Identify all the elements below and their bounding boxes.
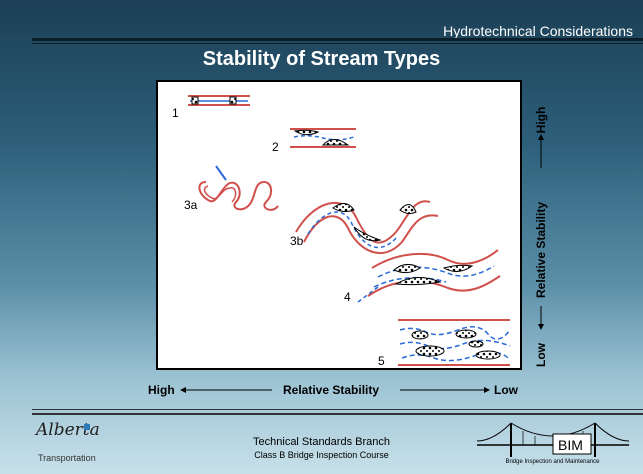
bim-label: BIM bbox=[558, 437, 583, 453]
stream-1-straight bbox=[188, 95, 250, 106]
y-axis-top: High bbox=[534, 107, 548, 134]
stream-label-4: 4 bbox=[344, 290, 351, 304]
x-axis-right: Low bbox=[494, 383, 518, 397]
stream-diagram bbox=[188, 95, 511, 366]
slide-title: Stability of Stream Types bbox=[202, 48, 441, 70]
alberta-logo-mark bbox=[84, 424, 90, 430]
stream-label-2: 2 bbox=[272, 140, 279, 154]
stream-stability-figure: 1 2 3a 3b 4 5 bbox=[156, 80, 522, 370]
x-axis-label: Relative Stability bbox=[283, 383, 380, 397]
stream-3a-meandering bbox=[198, 165, 279, 211]
stream-label-3a: 3a bbox=[184, 198, 198, 212]
header-rule-thin bbox=[32, 43, 643, 44]
bim-logo bbox=[473, 417, 633, 469]
y-axis-label: Relative Stability bbox=[534, 202, 548, 298]
bim-subtext: Bridge Inspection and Maintenance bbox=[505, 459, 600, 465]
section-title: Hydrotechnical Considerations bbox=[443, 23, 633, 39]
stream-label-5: 5 bbox=[378, 354, 385, 368]
stream-4 bbox=[357, 249, 501, 303]
stream-label-3b: 3b bbox=[290, 234, 304, 248]
footer-rule bbox=[32, 413, 643, 415]
x-axis bbox=[0, 377, 643, 397]
stream-3b-sinuous bbox=[295, 200, 439, 254]
footer-branch: Technical Standards Branch bbox=[253, 436, 390, 448]
bridge-icon bbox=[476, 422, 630, 457]
stream-5-braided bbox=[398, 319, 511, 366]
logo-subtext: Transportation bbox=[38, 453, 96, 463]
footer-course: Class B Bridge Inspection Course bbox=[254, 450, 389, 460]
y-axis: High Relative Stability Low bbox=[525, 80, 561, 370]
x-axis-left: High bbox=[148, 383, 175, 397]
alberta-logo: Alberta bbox=[36, 420, 100, 440]
stream-label-1: 1 bbox=[172, 106, 179, 120]
header-rule bbox=[32, 38, 643, 41]
stream-2 bbox=[290, 128, 356, 148]
footer-rule-thin bbox=[32, 409, 643, 410]
y-axis-bottom: Low bbox=[534, 342, 548, 367]
